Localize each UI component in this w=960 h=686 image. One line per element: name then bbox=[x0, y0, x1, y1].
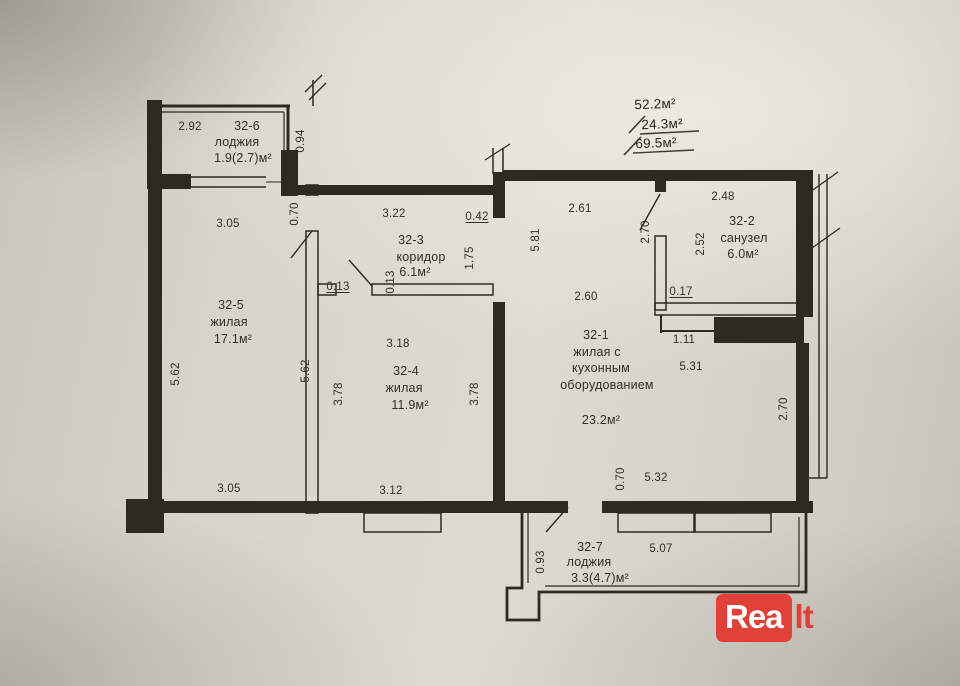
dim-r1-stub: 0.17 bbox=[669, 286, 693, 298]
realt-logo-tail: lt bbox=[794, 598, 814, 635]
room-32-1-area: 23.2м² bbox=[581, 413, 621, 427]
bottom-wall-right bbox=[493, 501, 813, 533]
room-32-2-area: 6.0м² bbox=[727, 247, 759, 261]
room-32-4-id: 32-4 bbox=[393, 364, 419, 378]
wall-corridor-32-4 bbox=[317, 259, 494, 296]
door-leaf-32-5 bbox=[290, 230, 313, 259]
door-leaf-loggia7 bbox=[545, 506, 569, 533]
handwritten-marks bbox=[623, 115, 700, 156]
room-32-6-id: 32-6 bbox=[234, 119, 260, 133]
room-32-7-id: 32-7 bbox=[577, 540, 603, 554]
room-32-2-id: 32-2 bbox=[729, 214, 755, 228]
room-32-3-id: 32-3 bbox=[398, 233, 424, 247]
dim-c3-door: 0.70 bbox=[289, 202, 301, 226]
right-outer-wall bbox=[796, 171, 841, 513]
dim-b2-width: 2.48 bbox=[711, 191, 735, 203]
dim-r1-bottom: 5.32 bbox=[644, 472, 668, 484]
dim-r4-bottom: 3.12 bbox=[379, 485, 403, 497]
room-32-7-area: 3.3(4.7)м² bbox=[571, 571, 629, 585]
dim-r1-top: 2.61 bbox=[568, 203, 592, 215]
dim-r1-nook: 1.11 bbox=[672, 334, 696, 346]
section-tick-right-top bbox=[809, 171, 839, 193]
dim-loggia7-depth: 0.93 bbox=[535, 550, 547, 574]
room-32-1-id: 32-1 bbox=[583, 328, 609, 342]
door-leaf-32-4 bbox=[348, 259, 373, 287]
dim-c3-wall-b: 0.13 bbox=[385, 270, 397, 294]
dim-r1-left: 5.81 bbox=[530, 228, 542, 252]
dim-r4-left: 3.78 bbox=[333, 382, 345, 406]
annotation-total-area: 52.2м² bbox=[634, 95, 676, 113]
section-tick-entry bbox=[484, 143, 511, 161]
section-tick-top bbox=[304, 74, 323, 93]
annotation-living-area: 24.3м² bbox=[641, 115, 683, 133]
dim-r1-right: 2.70 bbox=[778, 397, 790, 421]
room-32-5-area: 17.1м² bbox=[213, 332, 253, 346]
dim-c3-wall-a: 0.13 bbox=[326, 281, 350, 293]
dim-r5-left: 5.62 bbox=[170, 362, 182, 386]
dim-r1-door: 0.70 bbox=[615, 467, 627, 491]
wall-32-4-32-1 bbox=[493, 172, 505, 513]
room-32-3-name: коридор bbox=[396, 250, 446, 264]
door-leaf-bathroom bbox=[639, 193, 661, 231]
realt-logo-box: Rea bbox=[716, 594, 792, 642]
room-32-7-name: лоджия bbox=[566, 555, 612, 569]
room-32-1-name-line3: оборудованием bbox=[560, 378, 654, 392]
room-32-5-walls bbox=[126, 174, 518, 533]
dim-loggia7-width: 5.07 bbox=[649, 543, 673, 555]
corridor-top-wall bbox=[281, 74, 511, 195]
dim-loggia6-depth: 0.94 bbox=[295, 129, 307, 153]
room-32-1-name-line2: кухонным bbox=[572, 361, 630, 375]
dim-r5-right: 5.62 bbox=[300, 359, 312, 383]
room-32-5-name: жилая bbox=[210, 315, 248, 329]
room-32-2-name: санузел bbox=[720, 231, 768, 245]
dim-r1-width: 5.31 bbox=[679, 361, 703, 373]
dim-c3-stub: 0.42 bbox=[465, 211, 489, 223]
section-tick-right-mid bbox=[811, 227, 841, 249]
room-32-6-name: лоджия bbox=[214, 135, 260, 149]
loggia-32-7-walls bbox=[505, 513, 808, 622]
bathroom-walls bbox=[639, 170, 813, 343]
wall-32-5-32-4 bbox=[290, 184, 319, 514]
room-32-5-id: 32-5 bbox=[218, 298, 244, 312]
room-32-4-name: жилая bbox=[385, 381, 423, 395]
room-32-3-area: 6.1м² bbox=[399, 265, 431, 279]
dim-r5-top: 3.05 bbox=[216, 218, 240, 230]
realt-watermark: Rea lt bbox=[716, 594, 814, 642]
dim-r1-inner: 2.60 bbox=[574, 291, 598, 303]
dim-b2-left: 2.70 bbox=[640, 220, 652, 244]
dim-c3-width: 3.22 bbox=[382, 208, 406, 220]
room-32-6-area: 1.9(2.7)м² bbox=[214, 151, 272, 165]
duct-shaft bbox=[714, 317, 804, 343]
room-32-1-name-line1: жилая с bbox=[573, 345, 621, 359]
room-32-4-area: 11.9м² bbox=[391, 398, 429, 412]
top-wall-right bbox=[503, 170, 813, 181]
dim-r4-top: 3.18 bbox=[386, 338, 410, 350]
dim-b2-height: 2.52 bbox=[695, 232, 707, 256]
dim-r5-bottom: 3.05 bbox=[217, 483, 241, 495]
dim-r4-right: 3.78 bbox=[469, 382, 481, 406]
annotation-extra-area: 69.5м² bbox=[635, 134, 677, 152]
dim-loggia6-width: 2.92 bbox=[178, 121, 202, 133]
dim-c3-depth: 1.75 bbox=[464, 246, 476, 270]
